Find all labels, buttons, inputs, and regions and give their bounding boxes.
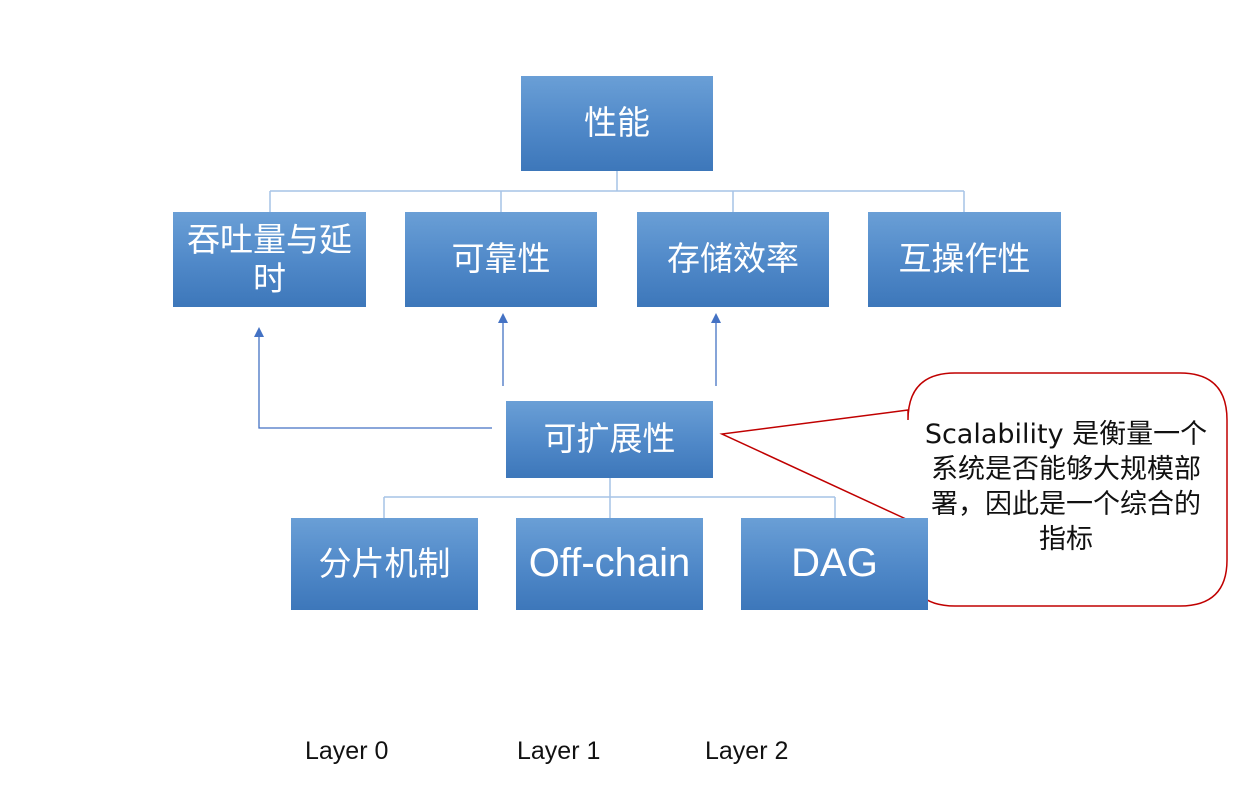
solution-label: DAG	[791, 541, 878, 586]
layer-label-0: Layer 0	[305, 737, 389, 765]
metric-label: 互操作性	[898, 239, 1031, 279]
scalability-label: 可扩展性	[543, 419, 676, 459]
metric-node-interoperability: 互操作性	[868, 212, 1061, 307]
root-node-performance: 性能	[521, 76, 713, 171]
root-label: 性能	[584, 103, 650, 143]
metric-node-storage-efficiency: 存储效率	[637, 212, 829, 307]
solution-node-dag: DAG	[741, 518, 928, 610]
metric-label: 存储效率	[667, 239, 799, 279]
layer-label-1: Layer 1	[517, 737, 601, 765]
scalability-tree-lines	[383, 478, 836, 518]
layer-label-2: Layer 2	[705, 737, 789, 765]
metric-node-reliability: 可靠性	[405, 212, 597, 307]
callout-text: Scalability 是衡量一个系统是否能够大规模部署，因此是一个综合的指标	[924, 419, 1208, 556]
solution-label: 分片机制	[318, 543, 451, 583]
metric-label: 可靠性	[451, 239, 551, 279]
scalability-node: 可扩展性	[506, 401, 713, 478]
callout-bubble	[719, 372, 1228, 607]
metric-label: 吞吐量与延时	[187, 219, 352, 298]
solution-label: Off-chain	[528, 541, 691, 586]
metric-node-throughput-latency: 吞吐量与延时	[173, 212, 366, 307]
solution-node-sharding: 分片机制	[291, 518, 478, 610]
root-tree-lines	[269, 171, 965, 212]
solution-node-off-chain: Off-chain	[516, 518, 703, 610]
support-arrows	[254, 313, 721, 429]
